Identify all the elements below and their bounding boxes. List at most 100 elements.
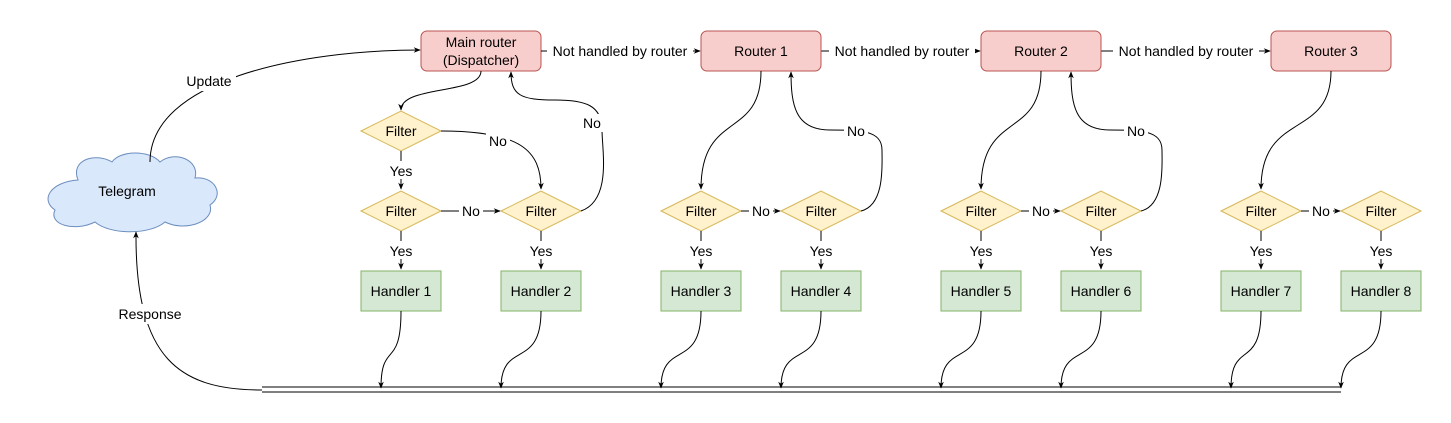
filter-label: Filter	[385, 203, 416, 219]
handler-1-response-edge	[378, 310, 402, 389]
filter-r2-right: Filter	[1059, 190, 1143, 232]
handler-3-response-edge	[658, 310, 702, 389]
main-no-back-edge	[508, 71, 605, 212]
filter-main-right: Filter	[499, 190, 583, 232]
filter-r1-left: Filter	[659, 190, 743, 232]
yes-label: Yes	[530, 243, 553, 259]
handler-4: Handler 4	[780, 270, 862, 312]
r1-no-back-edge	[788, 71, 883, 212]
yes-label: Yes	[1090, 243, 1113, 259]
filter-label: Filter	[1085, 203, 1116, 219]
filter-main-top: Filter	[359, 110, 443, 152]
yes-label-bg	[1246, 241, 1276, 259]
no-label-bg	[749, 202, 773, 220]
response-label: Response	[118, 306, 181, 322]
telegram-label: Telegram	[98, 183, 156, 199]
update-edge	[149, 47, 421, 163]
main-no-edge	[440, 130, 544, 190]
no-label-bg	[844, 122, 868, 140]
router-2-node: Router 2	[980, 30, 1102, 72]
not-handled-label: Not handled by router	[1119, 43, 1254, 59]
yes-label-bg	[686, 241, 716, 259]
yes-label-bg	[526, 241, 556, 259]
handler-6-label: Handler 6	[1071, 283, 1132, 299]
no-label: No	[489, 133, 507, 149]
handler-5-response-edge	[938, 310, 982, 389]
main-router-line1: Main router	[446, 34, 517, 50]
r2-no-back-edge	[1068, 71, 1163, 212]
filter-r2-left: Filter	[939, 190, 1023, 232]
router-1-to-filter-edge	[698, 70, 762, 190]
router-3-to-filter-edge	[1258, 70, 1332, 190]
no-label-bg	[486, 132, 510, 150]
no-label: No	[1127, 123, 1145, 139]
filter-label: Filter	[385, 123, 416, 139]
update-label-bg	[180, 71, 236, 91]
response-edge	[133, 231, 263, 391]
filter-label: Filter	[805, 203, 836, 219]
no-label-bg	[1309, 202, 1333, 220]
update-label: Update	[186, 73, 231, 89]
handler-6-response-edge	[1058, 310, 1102, 389]
handler-2-label: Handler 2	[511, 283, 572, 299]
router-1-node: Router 1	[700, 30, 822, 72]
handler-7-label: Handler 7	[1231, 283, 1292, 299]
handler-2: Handler 2	[500, 270, 582, 312]
filter-label: Filter	[685, 203, 716, 219]
not-handled-label: Not handled by router	[553, 43, 688, 59]
filter-main-left: Filter	[359, 190, 443, 232]
not-handled-bg	[547, 42, 693, 60]
handler-4-response-edge	[778, 310, 822, 389]
handler-8-label: Handler 8	[1351, 283, 1412, 299]
handler-1-label: Handler 1	[371, 283, 432, 299]
response-label-bg	[112, 304, 188, 324]
yes-label-bg	[386, 161, 416, 179]
handler-4-label: Handler 4	[791, 283, 852, 299]
router-3-node: Router 3	[1270, 30, 1392, 72]
router-1-label: Router 1	[734, 43, 788, 59]
yes-label-bg	[1086, 241, 1116, 259]
handler-2-response-edge	[498, 310, 542, 389]
router-3-label: Router 3	[1304, 43, 1358, 59]
filter-r3-left: Filter	[1219, 190, 1303, 232]
handler-3: Handler 3	[660, 270, 742, 312]
no-label: No	[847, 123, 865, 139]
handler-3-label: Handler 3	[671, 283, 732, 299]
handler-8-response-edge	[1338, 310, 1382, 389]
telegram-cloud: Telegram	[47, 152, 218, 233]
not-handled-bg	[1113, 42, 1259, 60]
handler-8: Handler 8	[1340, 270, 1422, 312]
yes-label: Yes	[810, 243, 833, 259]
yes-label-bg	[806, 241, 836, 259]
filter-r1-right: Filter	[779, 190, 863, 232]
no-label-bg	[580, 114, 604, 132]
no-label: No	[583, 115, 601, 131]
yes-label: Yes	[1370, 243, 1393, 259]
handler-7-response-edge	[1228, 310, 1262, 389]
router-2-to-filter-edge	[978, 70, 1042, 190]
not-handled-label: Not handled by router	[835, 43, 970, 59]
filter-label: Filter	[1365, 203, 1396, 219]
handler-1: Handler 1	[360, 270, 442, 312]
yes-label: Yes	[690, 243, 713, 259]
no-label: No	[1032, 203, 1050, 219]
yes-label: Yes	[970, 243, 993, 259]
main-router-node: Main router (Dispatcher)	[420, 30, 542, 72]
main-router-line2: (Dispatcher)	[443, 52, 519, 68]
no-label-bg	[1124, 122, 1148, 140]
filter-r3-right: Filter	[1339, 190, 1423, 232]
handler-6: Handler 6	[1060, 270, 1142, 312]
router-2-label: Router 2	[1014, 43, 1068, 59]
no-label: No	[462, 203, 480, 219]
no-label: No	[1312, 203, 1330, 219]
filter-label: Filter	[965, 203, 996, 219]
filter-label: Filter	[1245, 203, 1276, 219]
handler-5: Handler 5	[940, 270, 1022, 312]
yes-label: Yes	[1250, 243, 1273, 259]
main-router-to-filter-edge	[398, 70, 482, 111]
no-label-bg	[1029, 202, 1053, 220]
not-handled-bg	[829, 42, 975, 60]
no-label-bg	[459, 202, 483, 220]
no-label: No	[752, 203, 770, 219]
